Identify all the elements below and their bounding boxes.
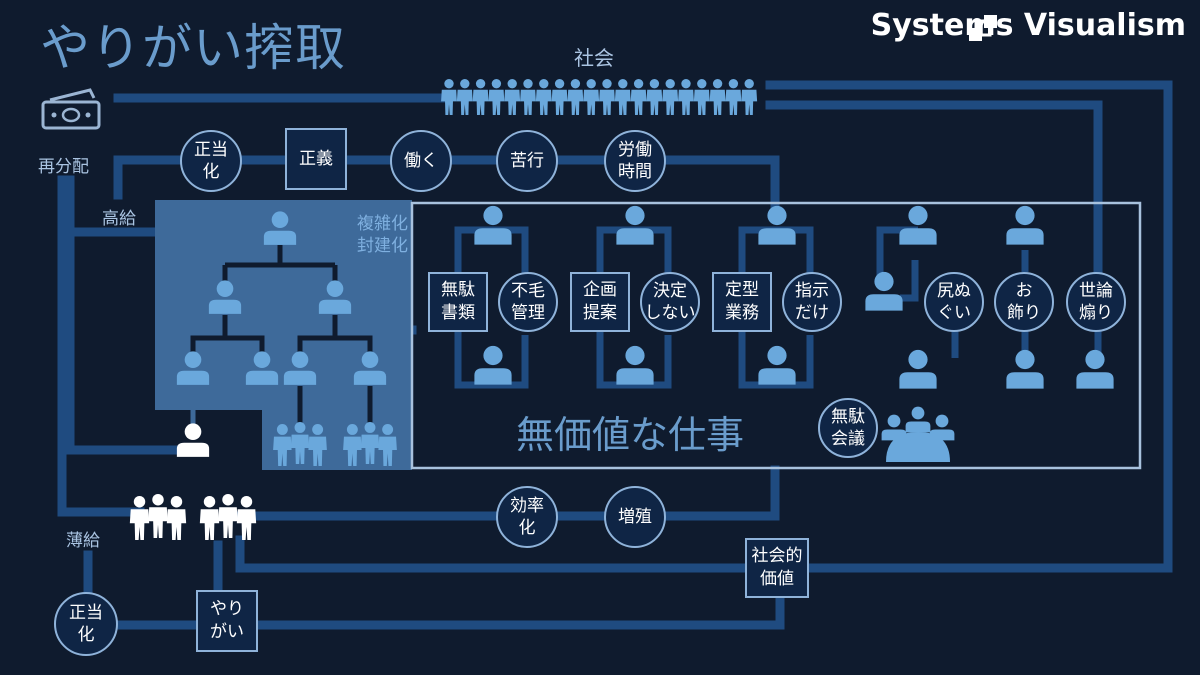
redistribution-label: 再分配	[38, 157, 89, 177]
waste-meeting-node: 無駄 会議	[818, 398, 878, 458]
justice-node: 正義	[285, 128, 347, 190]
social-value-node: 社会的 価値	[745, 538, 809, 598]
society-crowd	[443, 78, 761, 118]
justify-bottom-node: 正当 化	[54, 592, 118, 656]
hierarchy-panel	[155, 200, 412, 470]
stir-opinion-node: 世論 煽り	[1066, 272, 1126, 332]
complexity-label: 複雑化 封建化	[357, 214, 408, 256]
high-pay-label: 高給	[102, 209, 136, 229]
waste-docs-node: 無駄 書類	[428, 272, 488, 332]
cleanup-node: 尻ぬ ぐい	[924, 272, 984, 332]
reward-node: やり がい	[196, 590, 258, 652]
brand: Systems Visualism	[871, 8, 1186, 43]
flow-squares-icon	[969, 15, 997, 41]
society-label: 社会	[574, 46, 614, 70]
hardship-node: 苦行	[496, 130, 558, 192]
routine-node: 定型 業務	[712, 272, 772, 332]
worthless-work-label: 無価値な仕事	[516, 413, 745, 457]
low-pay-label: 薄給	[66, 531, 100, 551]
hours-node: 労働 時間	[604, 130, 666, 192]
only-orders-node: 指示 だけ	[782, 272, 842, 332]
proliferation-node: 増殖	[604, 486, 666, 548]
worthless-work-frame	[410, 201, 1142, 470]
no-decision-node: 決定 しない	[640, 272, 700, 332]
efficiency-node: 効率 化	[496, 486, 558, 548]
money-icon	[41, 88, 101, 130]
page-title: やりがい搾取	[40, 19, 346, 77]
work-node: 働く	[390, 130, 452, 192]
brand-name: Systems Visualism	[870, 8, 1186, 43]
decoration-node: お 飾り	[994, 272, 1054, 332]
fruitless-mgmt-node: 不毛 管理	[498, 272, 558, 332]
planning-node: 企画 提案	[570, 272, 630, 332]
justify-node: 正当 化	[180, 130, 242, 192]
